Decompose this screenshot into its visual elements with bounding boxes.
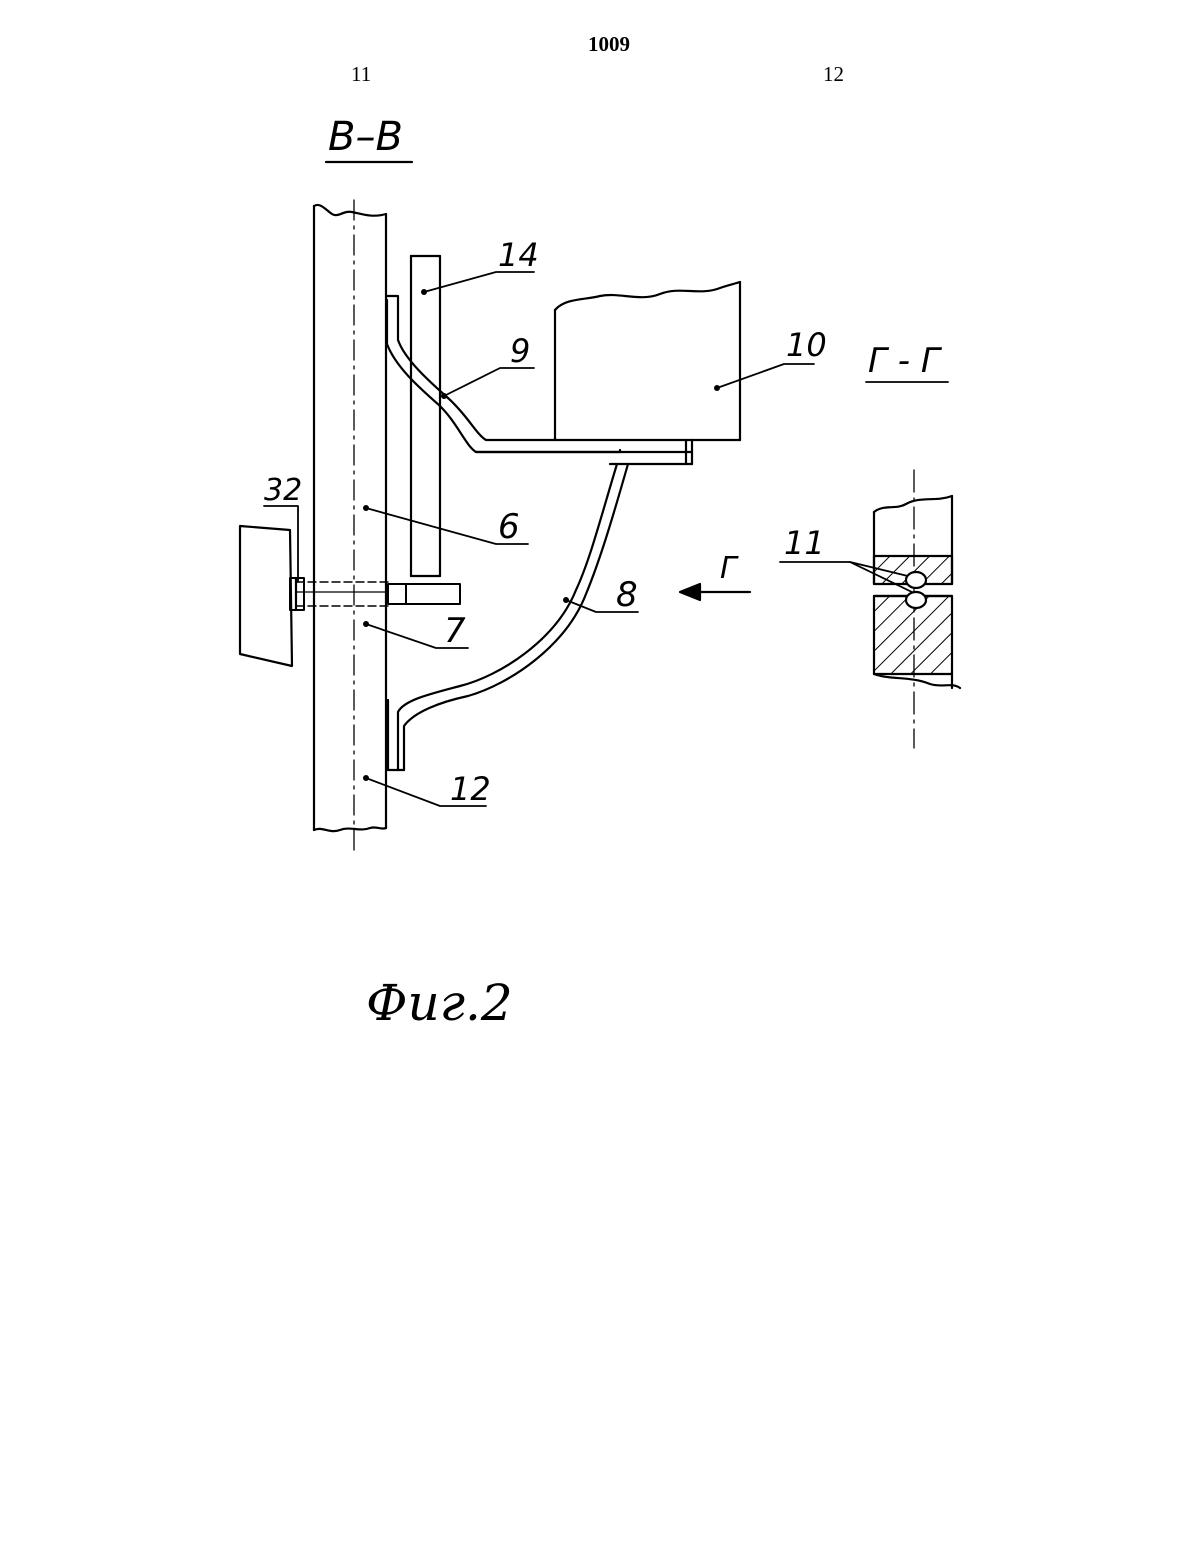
- detail-section: [874, 470, 960, 748]
- lamp-cone: [240, 526, 292, 666]
- upper-bracket-9: [387, 296, 692, 464]
- view-arrow-label: Г: [720, 551, 739, 586]
- view-arrow: [680, 584, 750, 600]
- box-10: [555, 282, 740, 440]
- callout-11: 11: [784, 524, 825, 562]
- callout-14: 14: [498, 236, 539, 274]
- callout-9: 9: [510, 332, 530, 370]
- figure-caption: Фиг.2: [366, 974, 513, 1032]
- callout-7: 7: [444, 611, 466, 651]
- section-title-detail: Г - Г: [868, 341, 943, 381]
- callout-10: 10: [786, 326, 827, 364]
- leader-dots: [363, 289, 720, 781]
- callout-6: 6: [498, 507, 520, 547]
- section-title-main: В–В: [328, 114, 403, 160]
- bolt-assembly: [290, 578, 460, 610]
- callout-8: 8: [616, 575, 638, 615]
- callout-12: 12: [450, 770, 491, 808]
- callout-32: 32: [264, 473, 302, 508]
- vertical-post: [314, 200, 386, 852]
